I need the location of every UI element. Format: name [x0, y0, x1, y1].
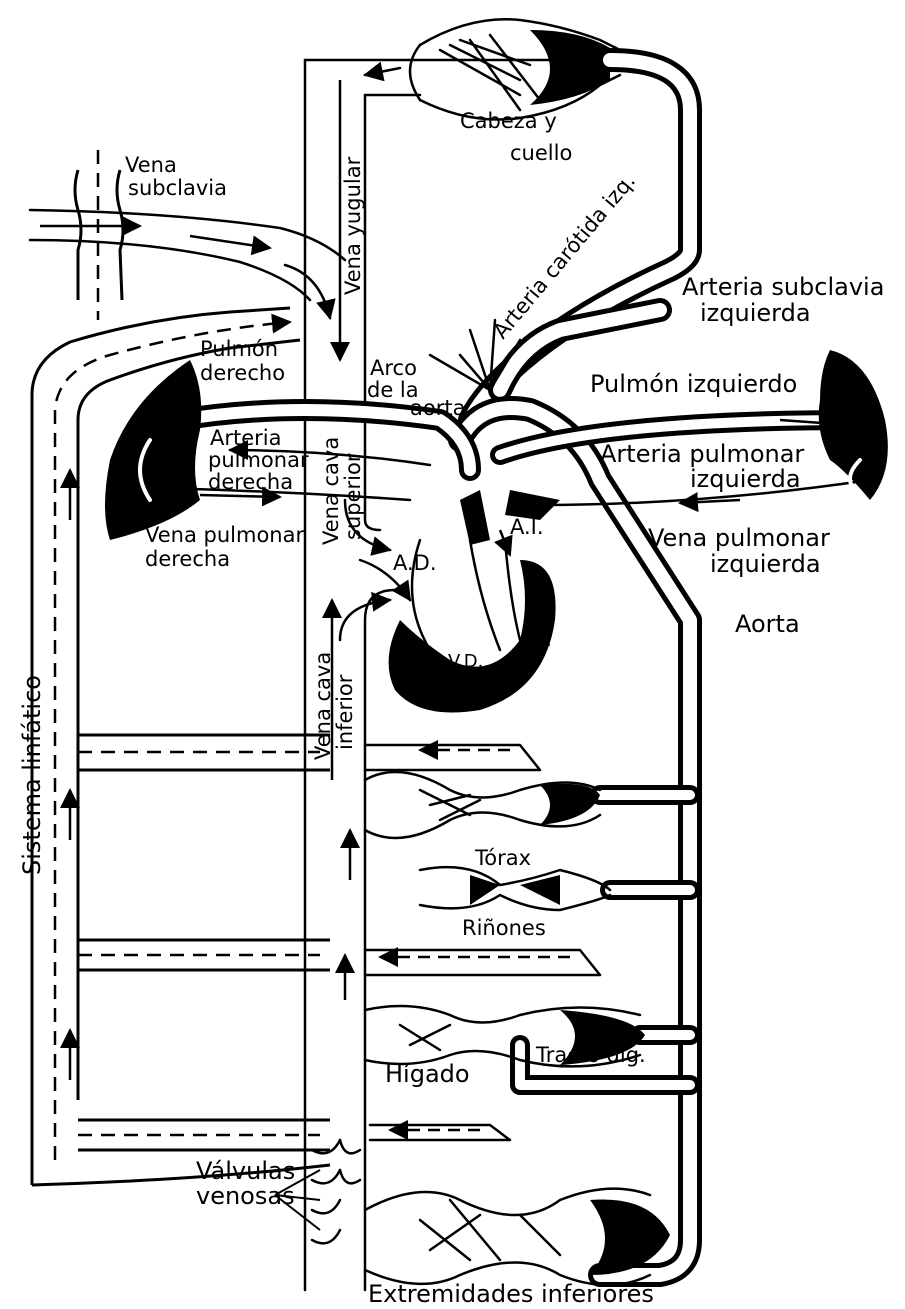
label-arteria-pulm-der-1: Arteria [210, 426, 282, 450]
label-vd: V.D. [448, 651, 483, 672]
label-vena-cava-sup-2: superior [341, 453, 365, 540]
label-ad: A.D. [393, 551, 437, 575]
label-arteria-subclavia-2: izquierda [700, 299, 811, 327]
head-capillary-bed [410, 19, 620, 119]
label-arco-3: aorta [410, 396, 465, 420]
lymph-duct-top-right [117, 170, 123, 300]
label-torax: Tórax [474, 846, 531, 870]
label-arteria-pulm-der-2: pulmonar [208, 448, 309, 472]
label-valvulas-1: Válvulas [196, 1157, 295, 1185]
label-vena-pulm-der-1: Vena pulmonar [145, 523, 304, 547]
label-vena-yugular: Vena yugular [341, 156, 365, 295]
left-lung [819, 350, 888, 500]
label-vena-pulm-izq-1: Vena pulmonar [648, 524, 830, 552]
label-vena-pulm-der-2: derecha [145, 547, 230, 571]
label-arteria-pulm-der-3: derecha [208, 470, 293, 494]
label-cabeza-2: cuello [510, 141, 572, 165]
label-vi: V.I. [525, 630, 552, 651]
label-ai: A.I. [510, 515, 544, 539]
label-arco-1: Arco [370, 356, 417, 380]
label-extremidades-inferiores: Extremidades inferiores [368, 1280, 654, 1308]
label-arteria-subclavia-1: Arteria subclavia [682, 273, 884, 301]
label-arteria-pulm-izq-1: Arteria pulmonar [600, 440, 804, 468]
label-cabeza-1: Cabeza y [460, 109, 557, 133]
right-lung [105, 360, 201, 540]
organ-legs [365, 1189, 670, 1285]
label-higado: Hígado [385, 1060, 470, 1088]
lymph-duct-top-left [75, 170, 81, 300]
label-vena-pulm-izq-2: izquierda [710, 550, 821, 578]
label-pulmon-derecho-1: Pulmón [200, 337, 278, 361]
label-pulmon-izquierdo: Pulmón izquierdo [590, 370, 797, 398]
label-vena-subclavia-2: subclavia [128, 176, 227, 200]
label-vena-cava-sup-1: Vena cava [319, 437, 343, 545]
label-vena-cava-inf-1: Vena cava [311, 652, 335, 760]
label-sistema-linfatico: Sistema linfático [18, 675, 46, 875]
label-pulmon-derecho-2: derecho [200, 361, 285, 385]
label-arteria-pulm-izq-2: izquierda [690, 465, 801, 493]
label-vena-cava-inf-2: inferior [333, 674, 357, 750]
organ-thorax [365, 745, 600, 838]
label-aorta: Aorta [735, 610, 800, 638]
label-tracto-dig: Tracto dig. [535, 1043, 646, 1067]
label-vena-subclavia-1: Vena [125, 153, 177, 177]
label-rinones: Riñones [462, 916, 546, 940]
lymphatic-system [32, 150, 330, 1185]
